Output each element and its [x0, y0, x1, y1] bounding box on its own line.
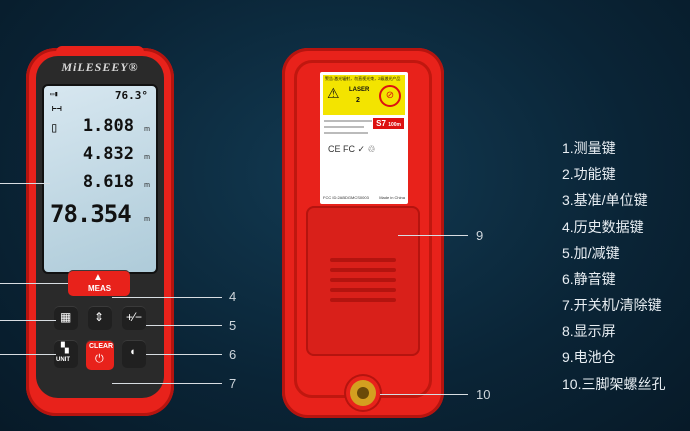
device-front-top-bumper [56, 46, 144, 58]
fcc-id: FCC ID:2ABDGMCS0003 [323, 195, 369, 200]
callout-line-3 [0, 354, 56, 355]
laser-warning-icon: ▲ [93, 272, 103, 283]
callout-line-4 [112, 297, 222, 298]
display-row3: 8.618 [82, 172, 134, 192]
warning-strip: 警告:激光辐射，勿直视光束，2级激光产品 ⚠ LASER 2 ⊘ [323, 75, 405, 115]
clear-label: CLEAR [89, 343, 114, 350]
tripod-screw-hole [350, 380, 376, 406]
legend-item-6: 6.静音键 [562, 271, 616, 287]
display-row1-unit: m [144, 126, 150, 133]
legend-item-10: 10.三脚架螺丝孔 [562, 376, 666, 392]
laser-label: LASER [349, 87, 370, 93]
no-stare-icon: ⊘ [379, 85, 401, 107]
model-badge: S7 100m [373, 118, 404, 129]
model-range: 100m [388, 122, 401, 128]
display-row2-unit: m [144, 154, 150, 161]
unit-button[interactable]: ▚ UNIT [54, 340, 78, 368]
mute-speaker-icon: ◖ [129, 346, 136, 358]
function-grid-icon: ▦ [60, 310, 72, 324]
device-front: MiLESEEY® ▭▮ 76.3° ⊢⊣ ▯ 1.808 m 4.832 m … [26, 46, 174, 416]
plus-minus-button[interactable]: +⁄− [122, 306, 146, 330]
legend-item-7: 7.开关机/清除键 [562, 297, 662, 313]
callout-6: 6 [229, 347, 237, 362]
callout-line-5 [146, 325, 222, 326]
grille-slot [330, 288, 396, 292]
callout-line-8 [0, 183, 50, 184]
power-icon: ⏻ [95, 353, 104, 365]
warning-header: 警告:激光辐射，勿直视光束，2级激光产品 [325, 76, 401, 81]
callout-line-9 [398, 235, 468, 236]
device-back: 警告:激光辐射，勿直视光束，2级激光产品 ⚠ LASER 2 ⊘ S7 100m… [282, 48, 444, 418]
callout-4: 4 [229, 289, 237, 304]
reference-icon: ▯ [50, 120, 59, 136]
callout-7: 7 [229, 376, 237, 391]
display-row3-unit: m [144, 182, 150, 189]
callout-line-6 [146, 354, 222, 355]
laser-warning-icon: ⚠ [327, 85, 340, 101]
made-in: Made in China [379, 195, 405, 200]
warning-label: 警告:激光辐射，勿直视光束，2级激光产品 ⚠ LASER 2 ⊘ S7 100m… [320, 72, 408, 204]
certification-icons: CE FC ✓ ♲ [328, 144, 376, 154]
fine-print-line [324, 132, 368, 134]
unit-label: UNIT [56, 357, 70, 363]
legend-item-9: 9.电池仓 [562, 349, 616, 365]
legend-item-1: 1.测量键 [562, 140, 616, 156]
legend-item-4: 4.历史数据键 [562, 219, 644, 235]
callout-5: 5 [229, 318, 237, 333]
display-row2: 4.832 [82, 144, 134, 164]
legend-item-5: 5.加/减键 [562, 245, 620, 261]
grille-slot [330, 268, 396, 272]
clear-power-button[interactable]: CLEAR ⏻ [86, 340, 114, 370]
laser-class: 2 [356, 97, 360, 104]
callout-line-7 [112, 383, 222, 384]
display-main-unit: m [144, 216, 150, 223]
fine-print-line [324, 126, 364, 128]
meas-button[interactable]: ▲ MEAS [68, 270, 130, 296]
function-button[interactable]: ▦ [54, 306, 78, 330]
meas-label: MEAS [88, 284, 112, 293]
display-row1: 1.808 [82, 116, 134, 136]
fine-print-line [324, 120, 372, 122]
plus-minus-icon: +⁄− [126, 310, 143, 324]
grille-slot [330, 258, 396, 262]
legend-item-8: 8.显示屏 [562, 323, 616, 339]
legend-item-3: 3.基准/单位键 [562, 192, 648, 208]
callout-line-2 [0, 320, 56, 321]
callout-10: 10 [476, 387, 491, 402]
distance-mode-icon: ⊢⊣ [52, 104, 62, 113]
grille-slot [330, 278, 396, 282]
callout-line-10 [380, 394, 468, 395]
grille-slot [330, 298, 396, 302]
display-angle: 76.3° [114, 89, 148, 102]
legend-item-2: 2.功能键 [562, 166, 616, 182]
reference-icon: ⇕ [94, 310, 105, 324]
battery-icon: ▭▮ [50, 90, 59, 98]
display-screen: ▭▮ 76.3° ⊢⊣ ▯ 1.808 m 4.832 m 8.618 m 78… [42, 84, 158, 274]
mute-button[interactable]: ◖ [122, 340, 146, 368]
brand-logo: MiLESEEY® [61, 60, 139, 74]
battery-cover [306, 206, 420, 356]
model-name: S7 [376, 119, 386, 128]
callout-9: 9 [476, 228, 484, 243]
reference-unit-button[interactable]: ⇕ [88, 306, 112, 330]
callout-line-1 [0, 283, 68, 284]
history-icon: ▚ [61, 343, 69, 354]
display-main: 78.354 [50, 200, 132, 228]
